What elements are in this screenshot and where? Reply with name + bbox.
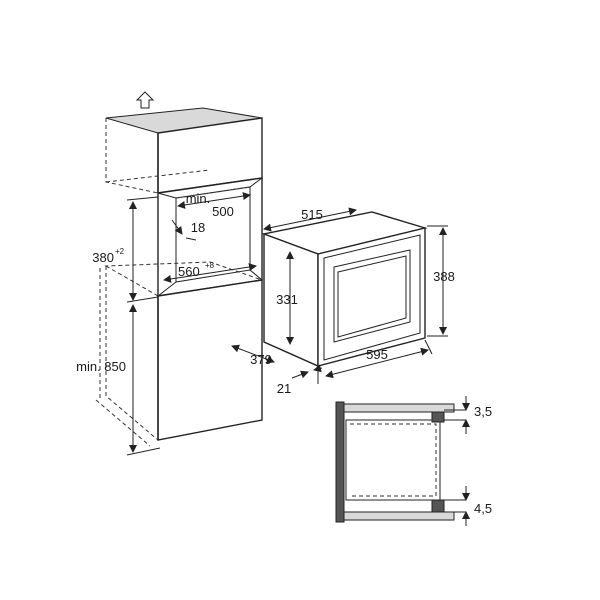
label-21: 21	[277, 381, 291, 396]
label-515: 515	[301, 207, 323, 222]
oven-dimensions	[231, 207, 448, 384]
label-18: 18	[191, 220, 205, 235]
cabinet-dimensions	[126, 192, 257, 456]
label-380: 380	[92, 250, 114, 265]
ventilation-up-arrow-icon	[135, 91, 155, 109]
label-560: 560	[178, 264, 200, 279]
label-595: 595	[366, 347, 388, 362]
label-4-5: 4,5	[474, 501, 492, 516]
label-min-850: min. 850	[76, 359, 126, 374]
label-379: 379	[250, 352, 272, 367]
side-section-drawing	[335, 396, 470, 526]
label-560-tolerance: +8	[205, 261, 215, 270]
label-min-500-line2: 500	[212, 204, 234, 219]
dimension-labels: min. 500 18 380 +2 560 +8 min. 850 515 3…	[76, 191, 492, 516]
label-380-tolerance: +2	[115, 247, 125, 256]
label-331: 331	[276, 292, 298, 307]
label-388: 388	[433, 269, 455, 284]
label-3-5: 3,5	[474, 404, 492, 419]
oven-drawing	[261, 211, 428, 368]
label-min-500-line1: min.	[186, 191, 211, 206]
